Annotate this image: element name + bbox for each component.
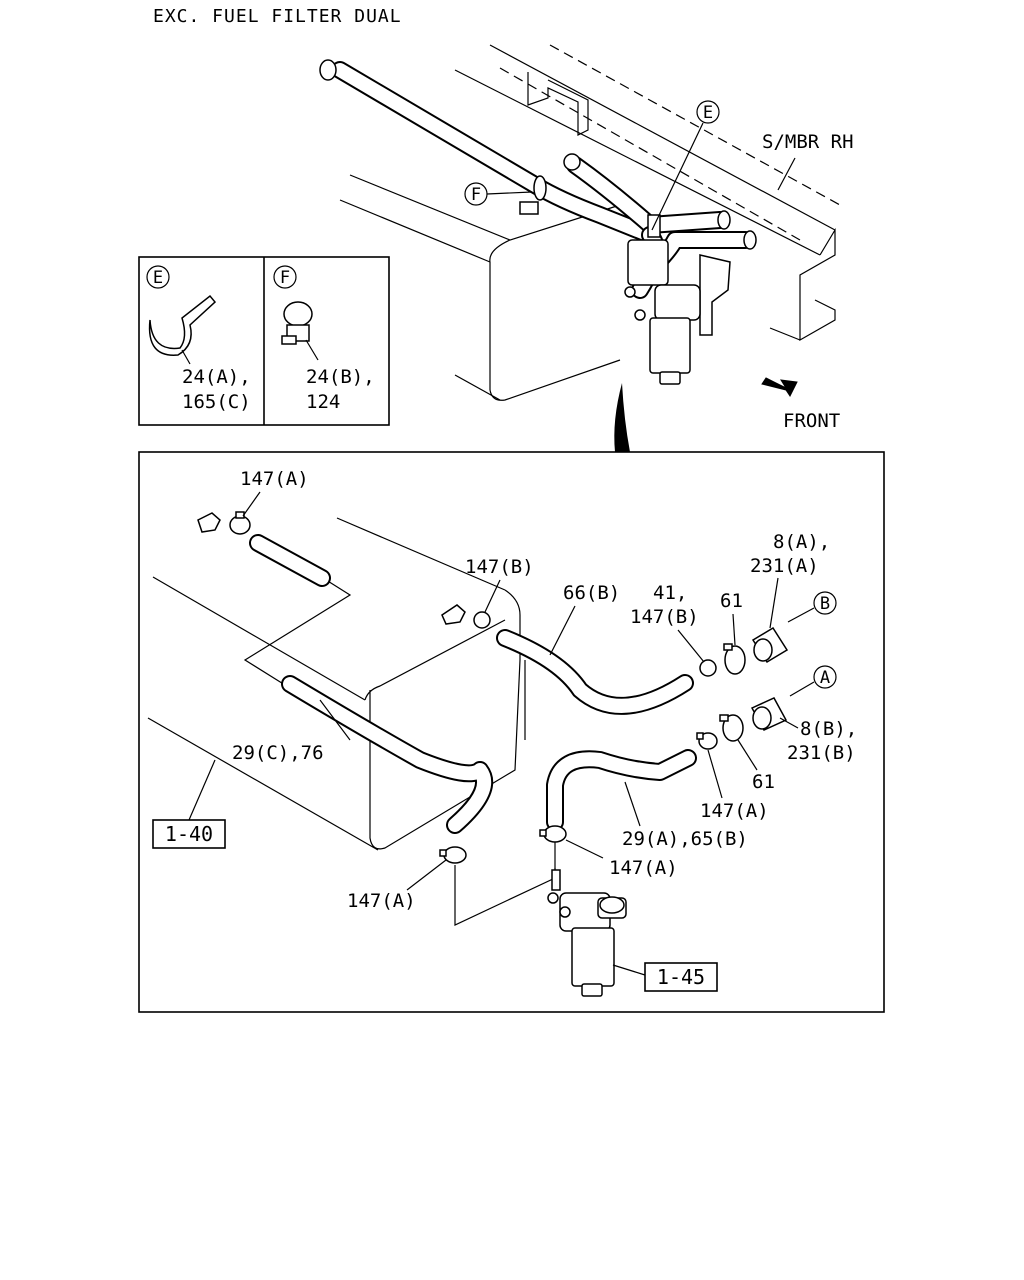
clamp-f (533, 175, 547, 201)
svg-text:1-45: 1-45 (657, 965, 705, 989)
front-label: FRONT (783, 410, 840, 432)
ref-circle-b: B (787, 591, 837, 623)
hose-29c-76 (281, 675, 493, 834)
hose-29a-65b (546, 749, 697, 831)
fuel-filter-top (624, 239, 731, 385)
svg-text:B: B (820, 594, 830, 614)
clamp-147b-right (699, 659, 717, 677)
label-147a-filter: 147(A) (609, 857, 678, 879)
svg-text:F: F (280, 268, 290, 288)
detail-box-ef: E 24(A), 165(C) F 24(B), 124 (138, 256, 390, 426)
label-61-bot: 61 (752, 771, 775, 793)
clamp-147b-mid (473, 611, 491, 629)
label-41: 41, (653, 582, 687, 604)
label-147a-right: 147(A) (700, 800, 769, 822)
hose-end-right-2 (743, 230, 757, 250)
clamp-147a-filter (539, 825, 567, 843)
front-arrow (761, 377, 798, 397)
label-147b-mid: 147(B) (465, 556, 534, 578)
detail-e-line2: 165(C) (182, 391, 251, 413)
clamp-147a-right (696, 732, 718, 750)
ref-box-1-45[interactable]: 1-45 (612, 962, 718, 992)
clamp-61-bot (719, 714, 744, 742)
label-231b: 231(B) (787, 742, 856, 764)
label-147a-left: 147(A) (347, 890, 416, 912)
hose-end-top-left (319, 59, 337, 81)
svg-text:F: F (471, 185, 481, 205)
fuel-tank-top (339, 174, 621, 401)
leader-top-hose (243, 577, 352, 686)
ref-box-1-40[interactable]: 1-40 (152, 759, 226, 849)
nipple-mid (441, 604, 466, 625)
label-147a-top: 147(A) (240, 468, 309, 490)
clamp-f-bracket (519, 201, 539, 215)
clamp-147a-top (229, 511, 251, 535)
side-member-label: S/MBR RH (762, 131, 854, 153)
label-29a-65b: 29(A),65(B) (622, 828, 748, 850)
cable-tie-icon (148, 294, 217, 356)
detail-f-line1: 24(B), (306, 366, 375, 388)
top-assembly-view: E F S/MBR RH FRONT (319, 44, 854, 452)
fuel-tank-detail (147, 517, 526, 851)
fuel-filter-detail (547, 842, 627, 997)
svg-text:A: A (820, 668, 830, 688)
detail-f-line2: 124 (306, 391, 340, 413)
detail-e-line1: 24(A), (182, 366, 251, 388)
label-147b-right: 147(B) (630, 606, 699, 628)
ref-circle-a: A (789, 665, 837, 697)
side-member-rh (454, 44, 841, 342)
svg-text:1-40: 1-40 (165, 822, 213, 846)
clamp-147a-left (439, 846, 467, 864)
tube-8b-231b (750, 697, 788, 731)
bracket-top (527, 72, 589, 136)
label-29c-76: 29(C),76 (232, 742, 324, 764)
hose-top-short (249, 534, 331, 587)
detail-pointer (614, 383, 630, 452)
label-61-top: 61 (720, 590, 743, 612)
hose-end-top-mid (563, 153, 581, 171)
hose-clip-icon (281, 301, 313, 345)
svg-text:E: E (153, 268, 163, 288)
label-8a: 8(A), (773, 531, 830, 553)
label-8b: 8(B), (800, 718, 857, 740)
label-66b: 66(B) (563, 582, 620, 604)
clamp-61-top (723, 643, 746, 675)
label-231a: 231(A) (750, 555, 819, 577)
callout-e-top: E (651, 100, 720, 231)
callout-f-top: F (464, 182, 533, 206)
exploded-detail-frame: 1-40 1-45 B A 147(A) 147(B) 66(B) 41, 14… (138, 451, 885, 1013)
svg-text:E: E (703, 103, 713, 123)
nipple-top-left (197, 512, 221, 533)
hose-66b (496, 629, 694, 715)
hose-end-right-1 (717, 210, 731, 230)
detail-f: F 24(B), 124 (273, 265, 375, 413)
leader-filter (454, 865, 556, 926)
detail-e: E 24(A), 165(C) (146, 265, 251, 413)
tube-8a-231a (751, 626, 789, 664)
diagram-title: EXC. FUEL FILTER DUAL (153, 6, 402, 27)
